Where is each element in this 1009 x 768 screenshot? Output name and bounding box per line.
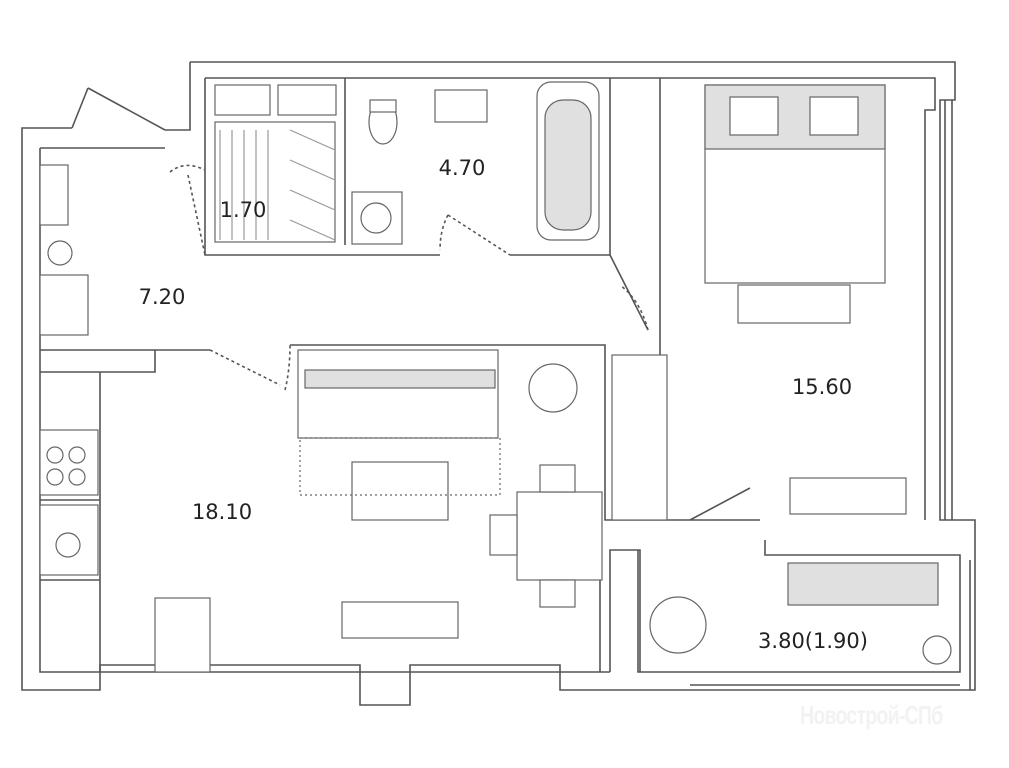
room-area-hall: 7.20 bbox=[138, 285, 186, 309]
room-area-bathroom: 4.70 bbox=[438, 156, 486, 180]
room-area-storage: 1.70 bbox=[219, 198, 267, 222]
room-area-bedroom: 15.60 bbox=[791, 375, 853, 399]
inner-wall bbox=[39, 77, 936, 673]
room-area-living-kitchen: 18.10 bbox=[191, 500, 253, 524]
watermark: Новострой-СПб bbox=[800, 700, 943, 730]
room-area-balcony: 3.80(1.90) bbox=[758, 629, 868, 653]
furniture bbox=[39, 81, 952, 673]
outer-wall bbox=[21, 61, 976, 706]
